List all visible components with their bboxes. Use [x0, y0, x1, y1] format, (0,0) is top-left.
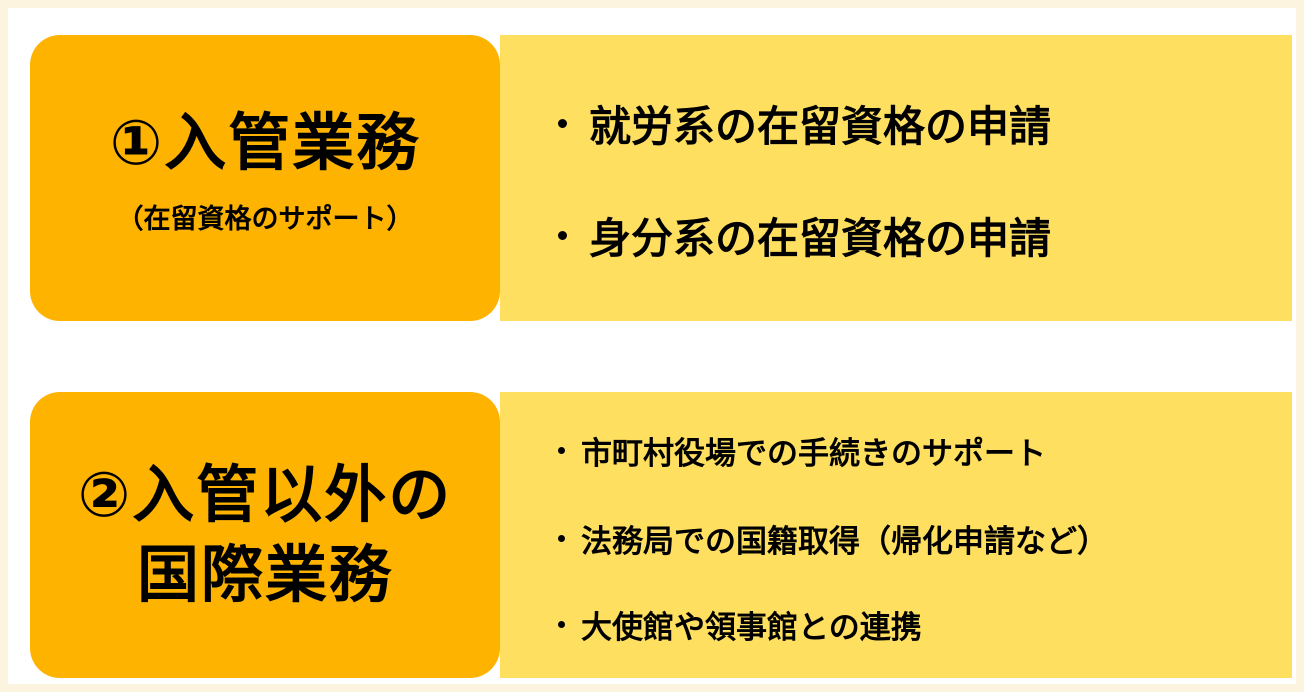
list-item-text: 身分系の在留資格の申請 — [589, 213, 1052, 263]
section-1-list-item: 就労系の在留資格の申請 — [558, 95, 1051, 151]
section-2-title-line-1: ②入管以外の — [77, 458, 453, 531]
section-2-label-box: ②入管以外の 国際業務 — [30, 392, 500, 678]
bullet-icon — [558, 620, 565, 628]
section-2-title-line-2: 国際業務 — [136, 538, 393, 611]
list-item-text: 法務局での国籍取得（帰化申請など） — [581, 523, 1108, 560]
section-1-title: ①入管業務 — [109, 105, 421, 179]
list-item-text: 大使館や領事館との連携 — [581, 609, 922, 646]
section-2-list-item: 市町村役場での手続きのサポート — [558, 428, 1046, 472]
bullet-icon — [558, 230, 567, 240]
section-1-list-item: 身分系の在留資格の申請 — [558, 207, 1051, 263]
bullet-icon — [558, 534, 565, 542]
section-2-content-box: 市町村役場での手続きのサポート 法務局での国籍取得（帰化申請など） 大使館や領事… — [500, 392, 1292, 678]
list-item-text: 市町村役場での手続きのサポート — [581, 435, 1046, 472]
section-2-list-item: 法務局での国籍取得（帰化申請など） — [558, 516, 1108, 560]
section-1-label-box: ①入管業務 （在留資格のサポート） — [30, 35, 500, 321]
bullet-icon — [558, 118, 567, 128]
section-1-subtitle: （在留資格のサポート） — [116, 203, 414, 235]
section-1-content-box: 就労系の在留資格の申請 身分系の在留資格の申請 — [500, 35, 1292, 321]
section-2-list-item: 大使館や領事館との連携 — [558, 602, 922, 646]
bullet-icon — [558, 446, 565, 454]
list-item-text: 就労系の在留資格の申請 — [589, 101, 1052, 151]
